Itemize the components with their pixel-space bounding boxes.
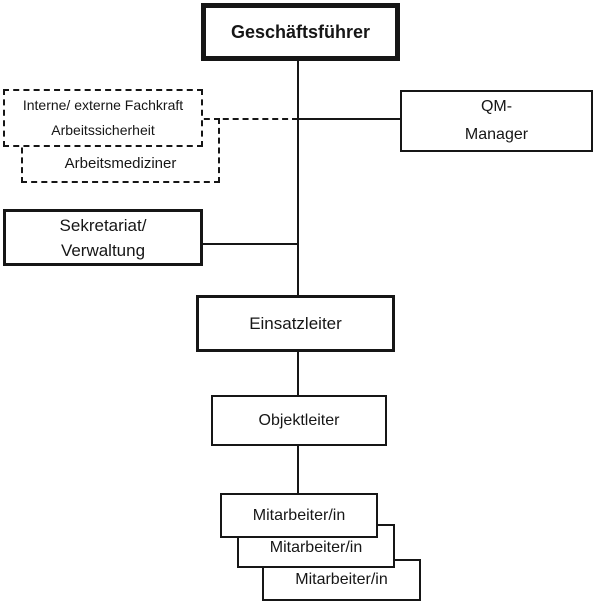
node-objektleiter: Objektleiter [211,395,387,446]
node-mitarbeiter-3-label: Mitarbeiter/in [295,571,388,588]
node-objektleiter-label: Objektleiter [258,411,340,429]
node-fachkraft-arbeitssicherheit: Interne/ externe Fachkraft Arbeitssicher… [3,89,203,147]
node-sekretariat-verwaltung: Sekretariat/ Verwaltung [3,209,203,266]
node-einsatzleiter: Einsatzleiter [196,295,395,352]
connector-geschaeftsfuehrer-einsatzleiter [297,61,299,295]
node-fachkraft-line1: Interne/ externe Fachkraft [22,97,184,113]
node-qm-manager-line1: QM- [480,98,513,115]
node-mitarbeiter-1: Mitarbeiter/in [220,493,378,538]
node-einsatzleiter-label: Einsatzleiter [249,313,342,333]
connector-sekretariat [203,243,298,245]
connector-einsatzleiter-objektleiter [297,352,299,396]
node-fachkraft-line2: Arbeitssicherheit [51,122,155,138]
node-sekretariat-line1: Sekretariat/ [59,215,147,235]
node-qm-manager-line2: Manager [464,126,529,143]
node-geschaeftsfuehrer: Geschäftsführer [201,3,400,61]
node-mitarbeiter-2-label: Mitarbeiter/in [269,539,363,556]
node-qm-manager: QM- Manager [400,90,593,152]
node-sekretariat-line2: Verwaltung [60,240,146,260]
node-mitarbeiter-1-label: Mitarbeiter/in [252,506,346,524]
connector-qm-manager [297,118,400,120]
node-arbeitsmediziner-label: Arbeitsmediziner [64,155,177,172]
node-geschaeftsfuehrer-label: Geschäftsführer [230,21,371,42]
connector-objektleiter-mitarbeiter [297,446,299,494]
connector-dashed-fachkraft [203,118,298,120]
